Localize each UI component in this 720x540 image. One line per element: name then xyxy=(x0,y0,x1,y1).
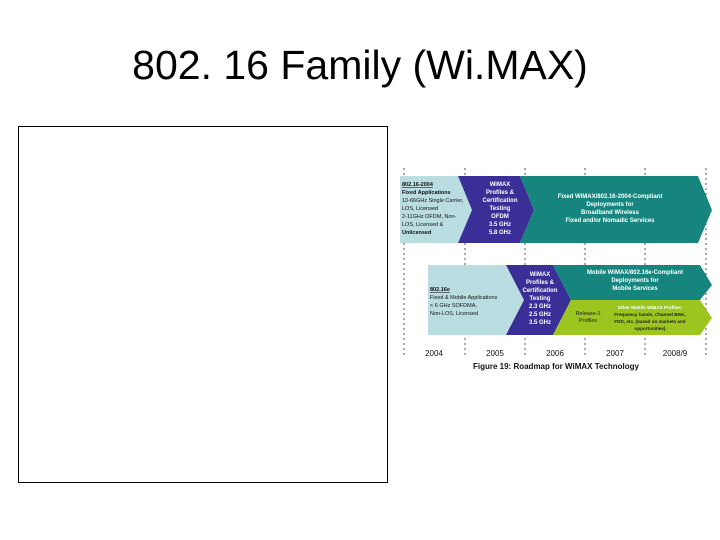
row1-std-line: LOS, Licensed xyxy=(402,206,438,212)
row2-deploy-line: Deployments for xyxy=(611,278,659,284)
row2-deploy-line: Mobile WiMAX/802.16e-Compliant xyxy=(587,270,683,276)
row1-std-line: 2-11GHz OFDM, Non- xyxy=(402,214,456,220)
row1-standard-block xyxy=(400,176,472,243)
year-label: 2007 xyxy=(606,349,624,358)
row2-release-arrow xyxy=(553,300,712,335)
other-profiles-line: Other Mobile WiMAX Profiles: xyxy=(618,305,683,310)
row1-std-title: 802.16-2004 xyxy=(402,182,434,188)
row1-deploy-line: Fixed WiMAX/802.16-2004-Compliant xyxy=(558,194,663,200)
row2-standard-block xyxy=(428,265,524,335)
row1-cert-line: 5.8 GHz xyxy=(489,230,511,236)
row2-std-line: < 6 GHz SOFDMA, xyxy=(430,303,477,309)
row1-deploy-line: Deployments for xyxy=(586,202,634,208)
row2-deployment-arrow xyxy=(553,265,712,300)
other-profiles-line: Frequency bands, Channel BWs, xyxy=(614,312,685,317)
other-profiles-line: opportunities) xyxy=(635,326,666,331)
row1-cert-line: WiMAX xyxy=(490,182,511,188)
row1-cert-line: OFDM xyxy=(491,214,509,220)
row2-cert-line: WiMAX xyxy=(530,272,551,278)
row2-cert-line: 2.3 GHz xyxy=(529,304,551,310)
row1-cert-line: Testing xyxy=(490,206,511,212)
row2-deploy-line: Mobile Services xyxy=(612,286,658,292)
year-label: 2006 xyxy=(546,349,564,358)
slide-title: 802. 16 Family (Wi.MAX) xyxy=(0,42,720,89)
empty-content-placeholder xyxy=(18,126,388,483)
row1-cert-line: Profiles & xyxy=(486,190,515,196)
figure-caption: Figure 19: Roadmap for WiMAX Technology xyxy=(473,362,640,371)
row1-std-line: 10-66GHz Single Carrier, xyxy=(402,198,464,204)
year-label: 2004 xyxy=(425,349,443,358)
row2-cert-line: Certification xyxy=(522,288,557,294)
year-label: 2005 xyxy=(486,349,504,358)
row2-cert-line: 2.5 GHz xyxy=(529,312,551,318)
row2-std-title: 802.16e xyxy=(430,287,450,293)
row1-deploy-line: Broadband Wireless xyxy=(581,210,640,216)
row1-std-line: Fixed Applications xyxy=(402,190,451,196)
row2-cert-line: Profiles & xyxy=(526,280,555,286)
other-profiles-line: FDD, etc. (based on markets and xyxy=(614,319,685,324)
row2-std-line: Non-LOS, Licensed xyxy=(430,311,478,317)
slide-title-text: 802. 16 Family (Wi.MAX) xyxy=(132,42,588,88)
year-label: 2008/9 xyxy=(663,349,688,358)
release-line: Release-1 xyxy=(575,311,600,317)
row2-cert-line: 3.5 GHz xyxy=(529,320,551,326)
row1-std-line: LOS, Licensed & xyxy=(402,222,444,228)
row1-deploy-line: Fixed and/or Nomadic Services xyxy=(565,218,655,224)
row1-cert-line: Certification xyxy=(482,198,517,204)
row1-std-line: Unlicensed xyxy=(402,230,431,236)
row1-deployment-arrow xyxy=(520,176,712,243)
row2-certification-block xyxy=(506,265,571,335)
row1-cert-line: 3.5 GHz xyxy=(489,222,511,228)
release-line: Profiles xyxy=(579,318,598,324)
row2-std-line: Fixed & Mobile Applications xyxy=(430,295,498,301)
row2-cert-line: Testing xyxy=(530,296,551,302)
row1-certification-block xyxy=(458,176,534,243)
